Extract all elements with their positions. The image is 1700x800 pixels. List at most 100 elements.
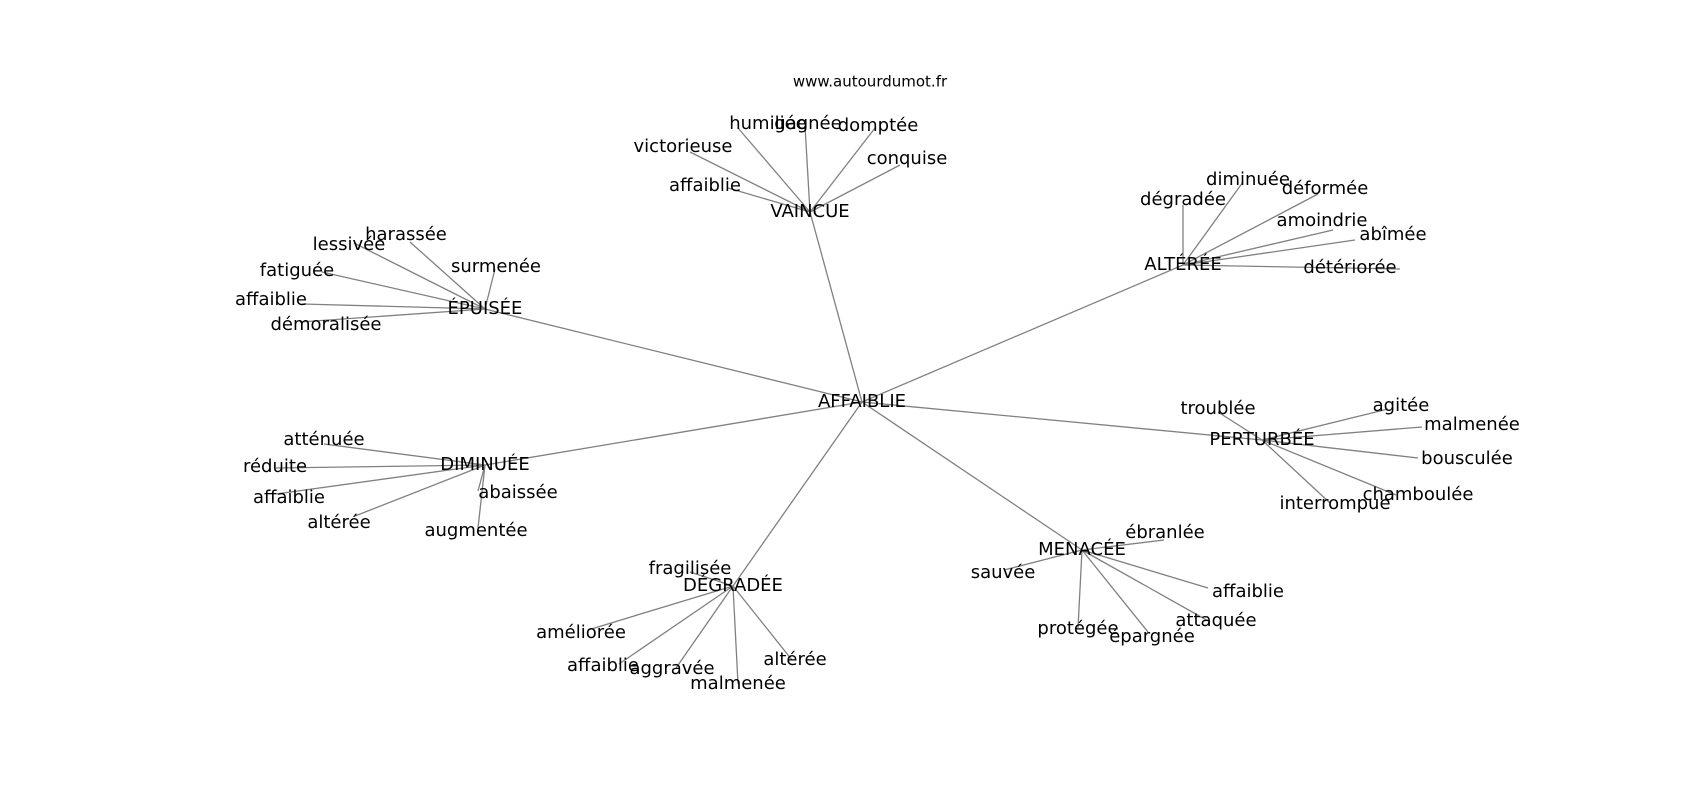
leaf-word: attaquée [1175, 610, 1256, 631]
leaf-word: interrompue [1279, 493, 1390, 514]
leaf-edge [732, 585, 793, 661]
leaf-edge [1261, 426, 1423, 441]
leaf-word: gagnée [774, 113, 841, 134]
hub-word: MENACÉE [1038, 538, 1126, 560]
hub-word: DÉGRADÉE [683, 574, 783, 596]
leaf-word: réduite [243, 456, 307, 477]
leaf-word: agitée [1373, 395, 1430, 416]
leaf-word: victorieuse [634, 136, 733, 157]
leaf-edge [1261, 439, 1397, 496]
leaf-edge [1182, 193, 1319, 266]
leaf-edge [727, 187, 811, 213]
hub-word: DIMINUÉE [440, 453, 529, 475]
leaf-word: bousculée [1421, 448, 1513, 469]
leaf-edge [1217, 411, 1263, 441]
leaf-edge [1261, 408, 1389, 441]
leaf-word: affaiblie [1212, 581, 1284, 602]
center-edge [809, 211, 863, 403]
leaf-word: lessivée [313, 234, 386, 255]
leaf-edge [1182, 229, 1334, 266]
leaf-word: augmentée [424, 520, 527, 541]
center-word: AFFAIBLIE [818, 391, 906, 412]
center-edge [861, 401, 1083, 551]
leaf-edge [1077, 549, 1083, 629]
center-edge [732, 401, 863, 587]
hub-word: VAINCUE [770, 201, 849, 222]
leaf-word: sauvée [971, 562, 1036, 583]
leaf-edge [804, 125, 811, 213]
leaf-edge [809, 127, 876, 213]
leaf-edge [1182, 181, 1244, 266]
center-edge [484, 308, 863, 403]
leaf-word: abîmée [1359, 224, 1426, 245]
leaf-edge [737, 127, 811, 213]
leaf-word: amoindrie [1277, 210, 1368, 231]
leaf-edge [275, 464, 486, 495]
leaf-word: déformée [1282, 178, 1369, 199]
leaf-edge [321, 271, 486, 310]
leaf-edge [809, 164, 901, 213]
leaf-word: atténuée [283, 429, 364, 450]
leaf-edge [732, 585, 739, 685]
leaf-word: dégradée [1140, 189, 1226, 210]
leaf-edge [409, 241, 486, 310]
leaf-edge [484, 268, 496, 310]
center-edge [861, 264, 1184, 403]
leaf-word: affaiblie [567, 655, 639, 676]
leaf-word: surmenée [451, 256, 541, 277]
leaf-word: malmenée [1424, 414, 1520, 435]
leaf-word: affaiblie [235, 289, 307, 310]
leaf-edge [1182, 239, 1356, 266]
leaf-word: améliorée [536, 622, 626, 643]
leaf-word: ébranlée [1125, 522, 1205, 543]
leaf-word: chamboulée [1363, 484, 1474, 505]
site-url: www.autourdumot.fr [793, 73, 948, 91]
leaf-word: épargnée [1109, 626, 1195, 647]
leaf-word: diminuée [1206, 169, 1290, 190]
leaf-edge [675, 585, 734, 669]
leaf-edge [275, 464, 486, 469]
hub-word: ÉPUISÉE [448, 297, 523, 319]
leaf-word: altérée [307, 512, 370, 533]
leaf-word: affaiblie [669, 175, 741, 196]
leaf-edge [1261, 439, 1331, 504]
leaf-edge [301, 303, 486, 310]
leaf-edge [477, 464, 486, 492]
leaf-word: altérée [763, 649, 826, 670]
center-edge [484, 401, 863, 466]
leaf-edge [354, 464, 486, 517]
leaf-word: aggravée [629, 658, 714, 679]
leaf-edge [618, 585, 734, 665]
leaf-word: harassée [365, 224, 447, 245]
leaf-word: conquise [867, 148, 948, 169]
leaf-edge [1081, 539, 1165, 551]
labels: www.autourdumot.fr AFFAIBLIE VAINCUE humil… [235, 73, 1520, 695]
leaf-word: fatiguée [260, 260, 334, 281]
leaf-edge [1261, 439, 1419, 459]
leaf-edge [1003, 549, 1083, 571]
hub-word: ALTÉRÉE [1144, 253, 1221, 275]
leaf-edge [299, 308, 486, 323]
leaf-edge [689, 151, 811, 213]
leaf-edge [353, 242, 486, 310]
leaf-edge [323, 443, 486, 466]
leaf-word: domptée [838, 115, 919, 136]
leaf-edge [1081, 549, 1149, 633]
leaf-edge [689, 571, 734, 587]
leaf-edge [1081, 549, 1209, 589]
leaf-word: troublée [1180, 398, 1255, 419]
leaf-word: abaissée [478, 482, 557, 503]
leaf-word: démoralisée [270, 314, 381, 335]
leaf-word: détériorée [1303, 257, 1396, 278]
leaf-word: affaiblie [253, 487, 325, 508]
center-edge [861, 401, 1263, 441]
edges [275, 125, 1423, 685]
leaf-word: humiliée [729, 113, 807, 134]
leaf-edge [587, 585, 734, 631]
leaf-edge [1081, 549, 1211, 623]
leaf-word: protégée [1037, 618, 1118, 639]
leaf-edge [477, 464, 486, 529]
hub-word: PERTURBÉE [1209, 428, 1314, 450]
leaf-edge [1182, 264, 1401, 270]
